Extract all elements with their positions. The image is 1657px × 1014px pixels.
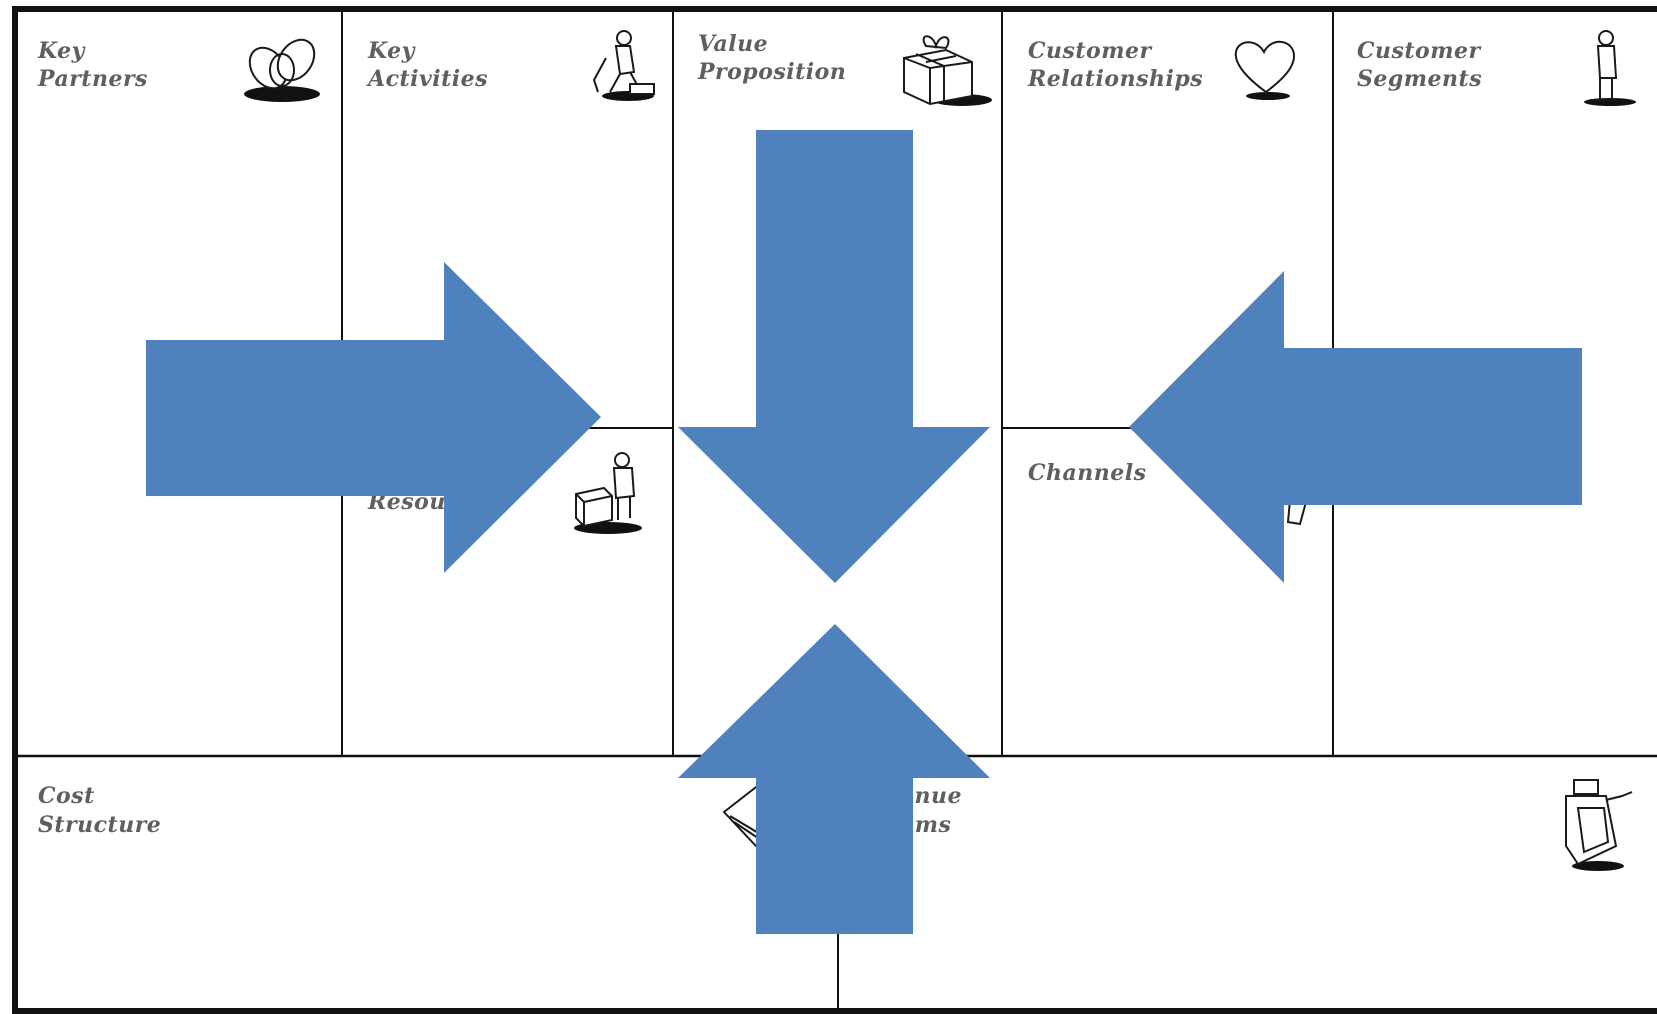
key-partners-label-line1: Key xyxy=(37,38,87,64)
cash-register-icon xyxy=(1565,779,1633,871)
arrow-right xyxy=(146,262,601,573)
worker-icon xyxy=(592,30,655,101)
block-cost-structure: Cost Structure xyxy=(38,783,161,838)
customer-segments-label-line1: Customer xyxy=(1357,38,1482,64)
block-value-proposition: Value Proposition xyxy=(697,31,846,85)
block-channels: Channels xyxy=(1028,460,1147,486)
arrow-left xyxy=(1129,271,1582,583)
canvas-border xyxy=(12,6,1657,1014)
chain-links-icon xyxy=(244,38,320,102)
block-customer-relationships: Customer Relationships xyxy=(1027,38,1203,92)
arrow-up xyxy=(678,624,990,934)
cost-structure-label-line2: Structure xyxy=(38,812,161,838)
heart-icon xyxy=(1234,41,1296,100)
key-partners-label-line2: Partners xyxy=(37,66,148,92)
value-proposition-label-line2: Proposition xyxy=(697,59,846,85)
customer-segments-label-line2: Segments xyxy=(1357,66,1482,92)
block-key-partners: Key Partners xyxy=(37,38,148,92)
key-activities-label-line1: Key xyxy=(367,38,417,64)
key-activities-label-line2: Activities xyxy=(366,66,488,92)
arrows-layer xyxy=(146,130,1582,934)
value-proposition-label-line1: Value xyxy=(698,31,768,57)
standing-person-icon xyxy=(1584,30,1636,106)
customer-relationships-label-line2: Relationships xyxy=(1027,66,1203,92)
channels-label: Channels xyxy=(1028,460,1147,486)
person-with-crate-icon xyxy=(574,452,642,534)
arrow-down xyxy=(678,130,990,583)
customer-relationships-label-line1: Customer xyxy=(1028,38,1153,64)
cost-structure-label-line1: Cost xyxy=(38,783,95,809)
gift-box-icon xyxy=(903,35,992,106)
block-key-activities: Key Activities xyxy=(366,38,488,92)
block-customer-segments: Customer Segments xyxy=(1357,38,1482,92)
